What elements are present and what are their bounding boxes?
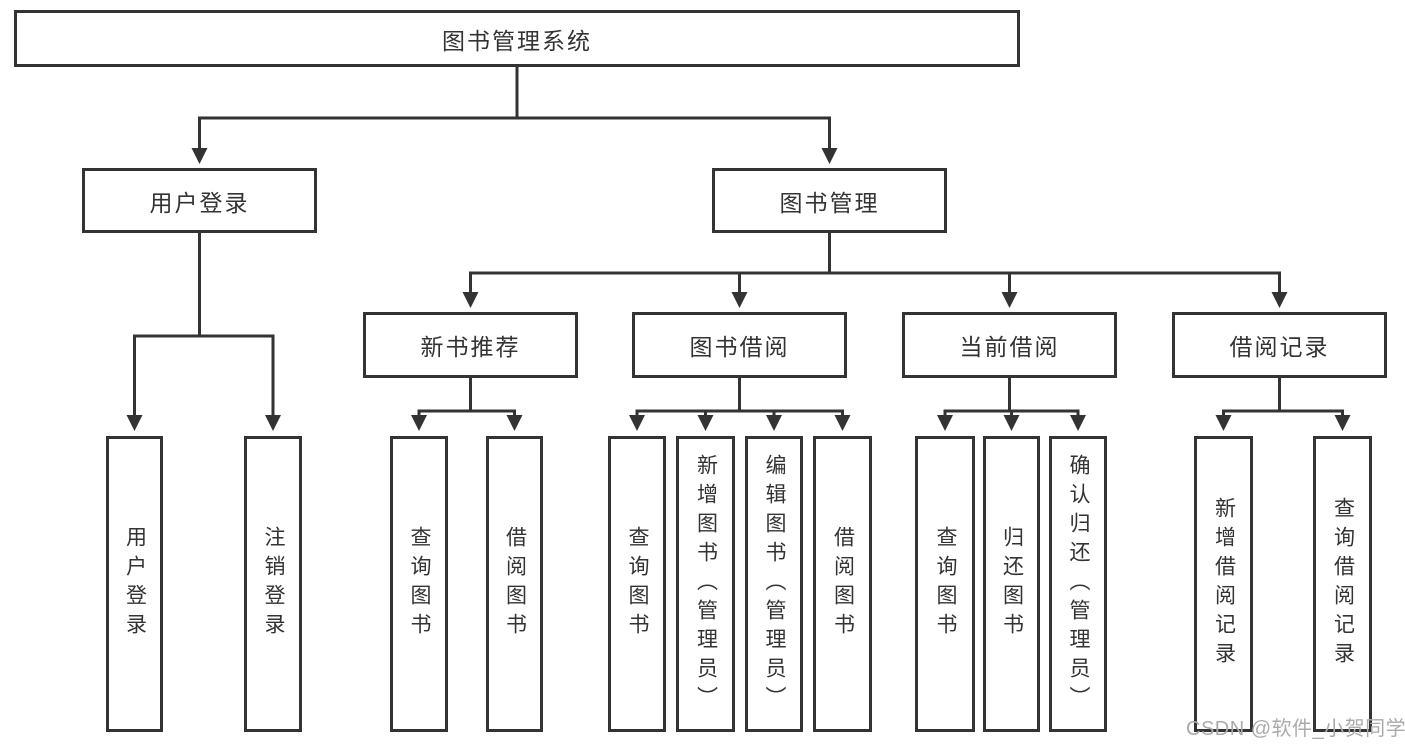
node-borrow-records: 借阅记录 <box>1172 312 1387 378</box>
leaf-logout: 注销登录 <box>244 436 302 732</box>
node-library-system: 图书管理系统 <box>14 10 1020 67</box>
node-book-borrow: 图书借阅 <box>632 312 847 378</box>
node-new-book-recommend: 新书推荐 <box>363 312 578 378</box>
leaf-query-books-current: 查询图书 <box>915 436 975 732</box>
leaf-query-books-borrow: 查询图书 <box>608 436 666 732</box>
leaf-confirm-return-admin: 确认归还（管理员） <box>1049 436 1107 732</box>
leaf-add-book-admin: 新增图书（管理员） <box>676 436 735 732</box>
node-user-login: 用户登录 <box>82 168 317 233</box>
leaf-user-login: 用户登录 <box>106 436 163 732</box>
leaf-borrow-books-borrow: 借阅图书 <box>813 436 872 732</box>
leaf-edit-book-admin: 编辑图书（管理员） <box>745 436 803 732</box>
leaf-add-borrow-record: 新增借阅记录 <box>1194 436 1253 732</box>
leaf-query-books-recommend: 查询图书 <box>390 436 448 732</box>
node-book-management: 图书管理 <box>712 168 947 233</box>
leaf-return-book: 归还图书 <box>983 436 1040 732</box>
leaf-query-borrow-record: 查询借阅记录 <box>1313 436 1372 732</box>
watermark: CSDN @软件_小贺同学 <box>1186 718 1405 740</box>
leaf-borrow-books-recommend: 借阅图书 <box>486 436 543 732</box>
node-current-borrow: 当前借阅 <box>902 312 1117 378</box>
